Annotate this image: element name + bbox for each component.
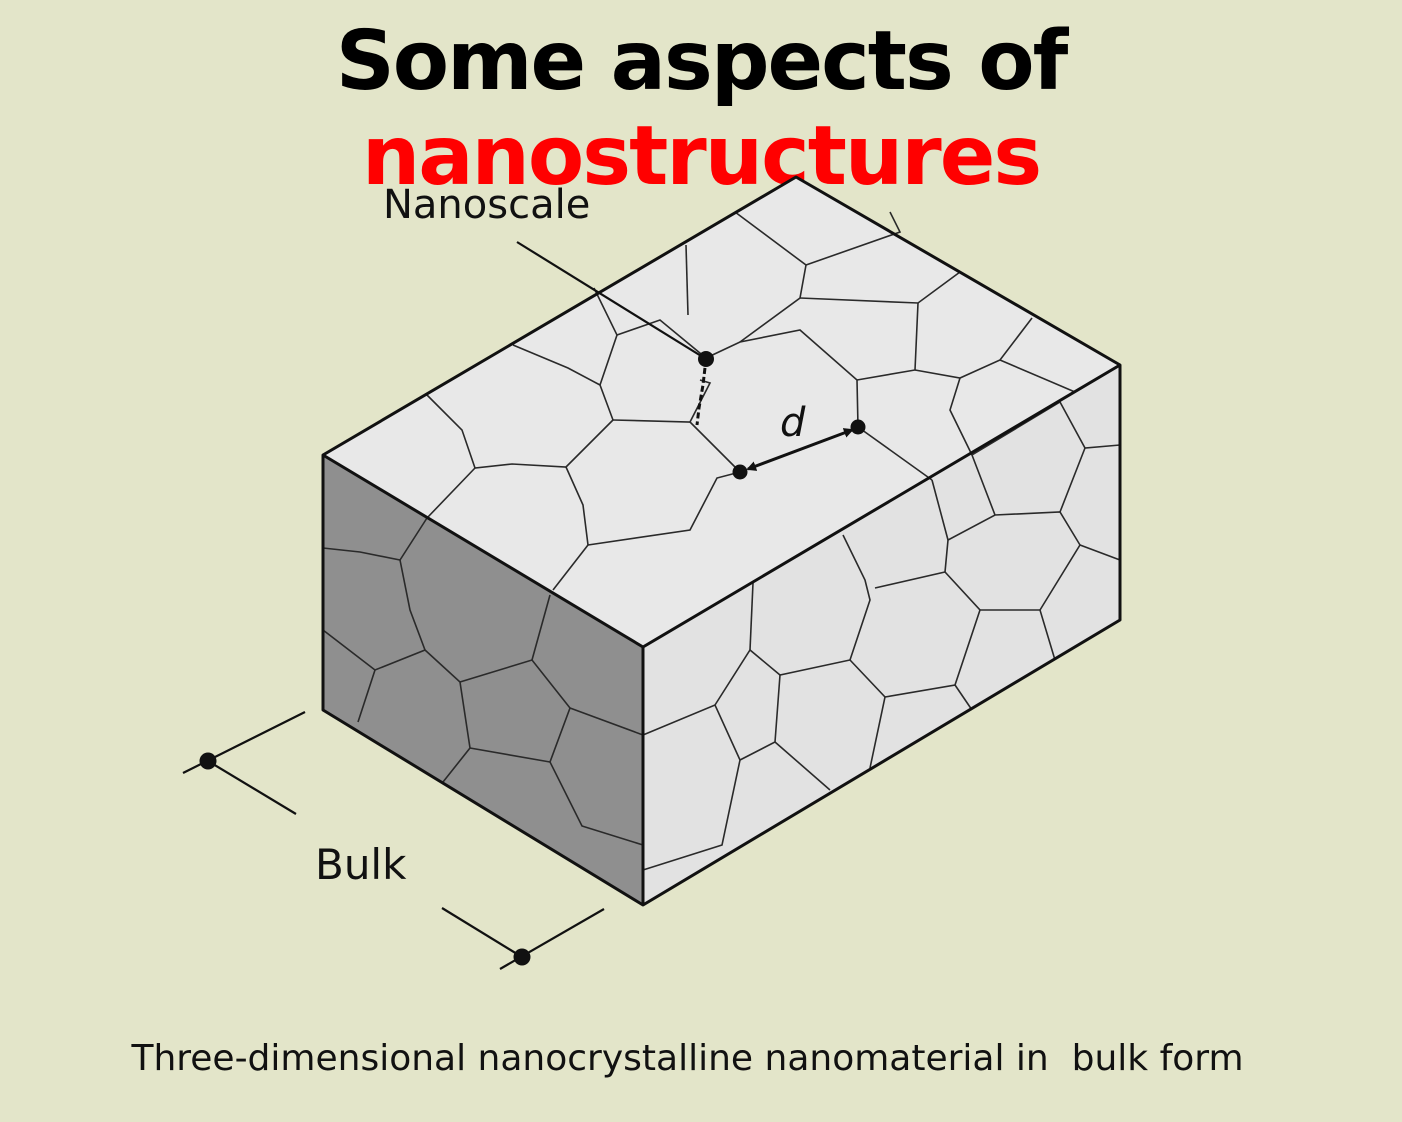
title-prefix: Some aspects of bbox=[335, 14, 1069, 109]
grain-size-arrow bbox=[746, 428, 854, 471]
bulk-dot-right bbox=[513, 948, 531, 966]
nanoscale-boundary-trace bbox=[695, 358, 708, 426]
block-outline bbox=[321, 175, 1122, 907]
top-face-grain-boundaries bbox=[426, 211, 1076, 591]
right-face-grain-boundaries bbox=[642, 400, 1121, 871]
figure-caption: Three-dimensional nanocrystalline nanoma… bbox=[131, 1038, 1244, 1079]
grain-size-dot-right bbox=[850, 419, 866, 435]
page-title: Some aspects of nanostructures bbox=[0, 14, 1402, 204]
nanoscale-dot bbox=[698, 351, 714, 367]
block-top-face bbox=[323, 177, 1120, 647]
bulk-dot-left bbox=[199, 752, 217, 770]
block-right-face bbox=[643, 365, 1120, 905]
title-highlight: nanostructures bbox=[361, 109, 1042, 204]
nanoscale-label: Nanoscale bbox=[383, 182, 590, 228]
block-left-face bbox=[323, 455, 643, 905]
grain-size-label: d bbox=[780, 400, 806, 446]
left-face-grain-boundaries bbox=[322, 517, 644, 846]
grain-size-dot-left bbox=[732, 464, 748, 480]
bulk-label: Bulk bbox=[315, 840, 407, 889]
nanoscale-leader-line bbox=[516, 241, 707, 360]
